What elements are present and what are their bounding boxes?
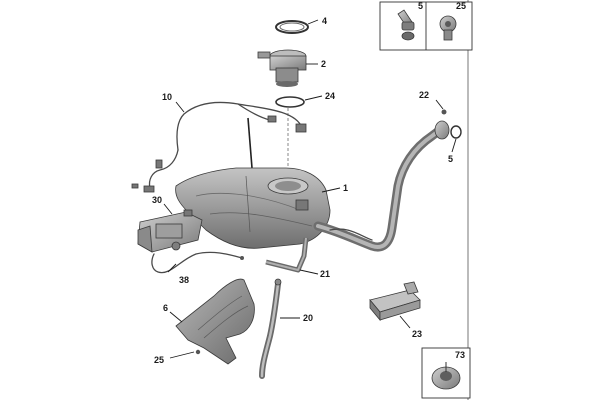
screw-22-part: 22: [419, 90, 447, 115]
bolt-5-icon: [397, 9, 415, 41]
clip-25-icon: [439, 15, 457, 41]
callout-5-box: 5: [418, 1, 423, 11]
callout-30: 30: [152, 195, 162, 205]
callout-38: 38: [179, 275, 189, 285]
detail-box-73: 73: [421, 347, 471, 399]
callout-73: 73: [455, 350, 465, 360]
callout-23: 23: [412, 329, 422, 339]
fuel-tank-part: 1: [175, 167, 348, 249]
callout-25-shield: 25: [154, 355, 164, 365]
callout-25-box: 25: [456, 1, 466, 11]
tank-strap-21-part: 21: [265, 237, 330, 279]
callout-6: 6: [163, 303, 168, 313]
callout-24: 24: [325, 91, 335, 101]
callout-2: 2: [321, 59, 326, 69]
filler-neck-part: [313, 120, 450, 252]
callout-10: 10: [162, 92, 172, 102]
seal-ring-part: 24: [275, 91, 335, 108]
callout-5-filler: 5: [448, 154, 453, 164]
filler-seal-5-part: 5: [448, 125, 462, 164]
pad-23-part: 23: [369, 281, 422, 339]
tank-strap-20-part: 20: [259, 278, 313, 379]
vent-hose-part: 38: [151, 251, 244, 285]
callout-22: 22: [419, 90, 429, 100]
heat-shield-part: 6 25: [154, 278, 255, 365]
wiring-harness-part: 10: [131, 92, 307, 193]
lock-ring-part: 4: [275, 16, 327, 34]
charcoal-canister-part: 30: [137, 195, 203, 253]
fuel-pump-module-part: 2: [257, 49, 326, 87]
detail-box-fasteners: 5 25: [379, 1, 473, 51]
callout-4: 4: [322, 16, 327, 26]
callout-1: 1: [343, 183, 348, 193]
callout-21: 21: [320, 269, 330, 279]
grommet-73-icon: [431, 362, 461, 390]
callout-20: 20: [303, 313, 313, 323]
